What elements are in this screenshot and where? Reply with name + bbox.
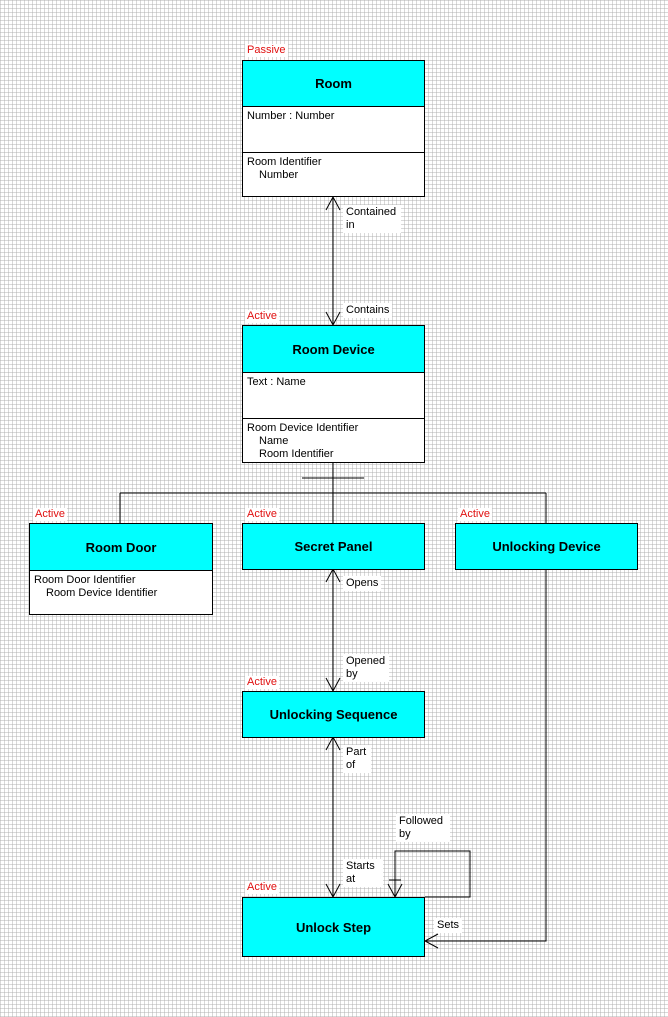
unlocking-sequence-class[interactable]: Unlocking Sequence: [242, 691, 425, 738]
label-opens: Opens: [343, 576, 382, 591]
room-door-identifier: Room Door Identifier: [34, 574, 136, 586]
arrowhead-room: [325, 195, 341, 211]
unlocking-sequence-class-name: Unlocking Sequence: [243, 692, 424, 737]
room-door-identifier-section: Room Door Identifier Room Device Identif…: [30, 570, 212, 614]
unlocking-device-stereotype: Active: [458, 508, 492, 521]
room-attribute: Number : Number: [243, 106, 424, 152]
room-device-class[interactable]: Room Device Text : Name Room Device Iden…: [242, 325, 425, 463]
followed-by-loop: [394, 850, 471, 898]
room-device-identifier-part: Name: [259, 435, 289, 447]
label-part-of: Part of: [343, 745, 371, 773]
room-door-class-name: Room Door: [30, 524, 212, 570]
room-device-identifier-part: Room Identifier: [259, 448, 334, 460]
room-identifier-section: Room Identifier Number: [243, 152, 424, 196]
room-stereotype: Passive: [245, 44, 288, 57]
room-door-identifier-part: Room Device Identifier: [46, 587, 158, 599]
room-device-class-name: Room Device: [243, 326, 424, 372]
room-device-attribute: Text : Name: [243, 372, 424, 418]
unlocking-device-class[interactable]: Unlocking Device: [455, 523, 638, 570]
label-followed-by: Followed by: [396, 814, 450, 842]
unlocking-device-class-name: Unlocking Device: [456, 524, 637, 569]
room-device-stereotype: Active: [245, 310, 279, 323]
unlocking-sequence-stereotype: Active: [245, 676, 279, 689]
sets-association-line: [425, 569, 547, 942]
unlock-step-class[interactable]: Unlock Step: [242, 897, 425, 957]
unlock-step-class-name: Unlock Step: [243, 898, 424, 956]
room-class-name: Room: [243, 61, 424, 106]
secret-panel-class-name: Secret Panel: [243, 524, 424, 569]
label-opened-by: Opened by: [343, 654, 389, 682]
label-sets: Sets: [434, 918, 463, 933]
unlock-step-stereotype: Active: [245, 881, 279, 894]
label-contains: Contains: [343, 303, 393, 318]
room-device-identifier-section: Room Device Identifier Name Room Identif…: [243, 418, 424, 462]
arrowhead-sets: [423, 933, 439, 949]
label-contained-in: Contained in: [343, 205, 401, 233]
room-class[interactable]: Room Number : Number Room Identifier Num…: [242, 60, 425, 197]
secret-panel-stereotype: Active: [245, 508, 279, 521]
room-identifier-part: Number: [259, 169, 299, 181]
room-identifier: Room Identifier: [247, 156, 322, 168]
label-starts-at: Starts at: [343, 859, 383, 887]
room-door-stereotype: Active: [33, 508, 67, 521]
secret-panel-class[interactable]: Secret Panel: [242, 523, 425, 570]
room-device-identifier: Room Device Identifier: [247, 422, 359, 434]
room-door-class[interactable]: Room Door Room Door Identifier Room Devi…: [29, 523, 213, 615]
